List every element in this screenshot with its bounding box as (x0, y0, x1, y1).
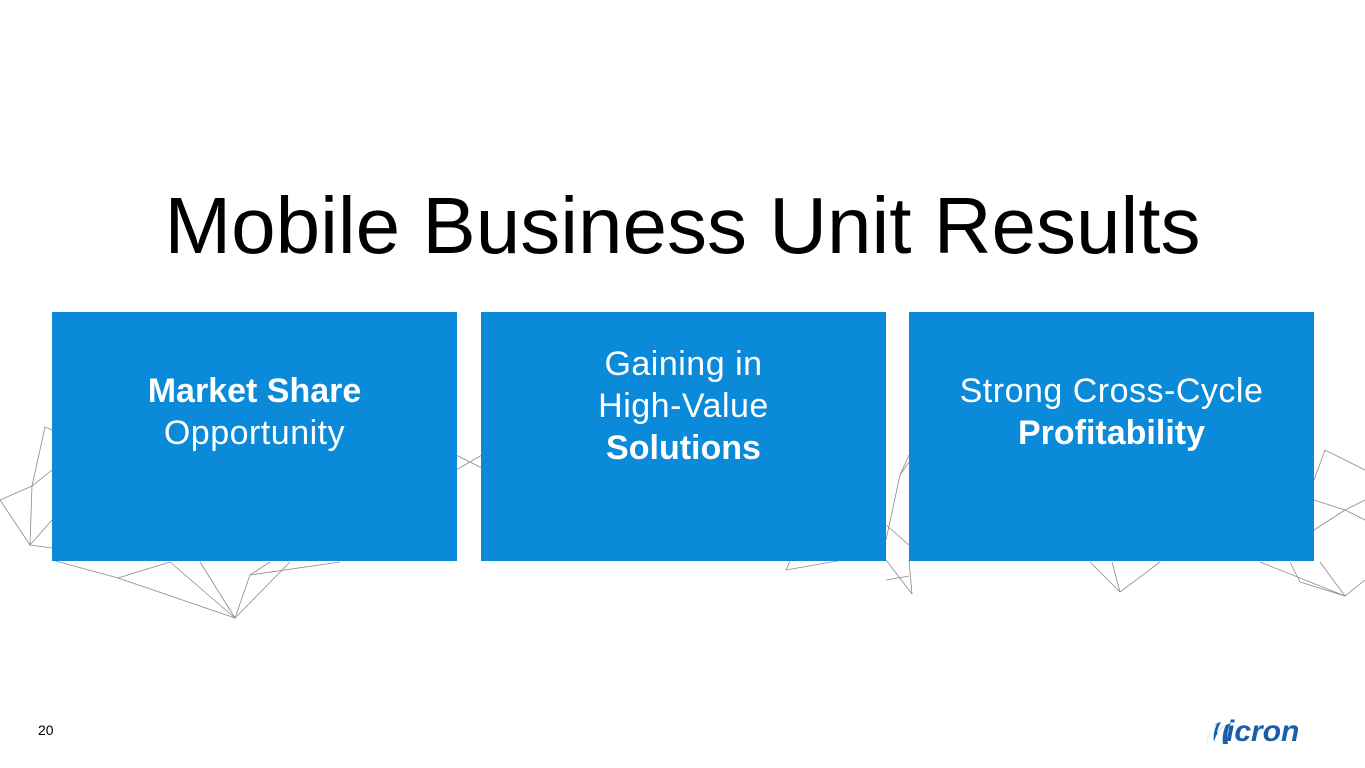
profitability-box-text: Strong Cross-Cycle Profitability (960, 370, 1264, 454)
market-share-box-line2: Opportunity (163, 413, 346, 452)
high-value-solutions-box-line3: Solutions (606, 428, 761, 467)
market-share-box: Market Share Opportunity (52, 312, 457, 561)
high-value-solutions-box: Gaining in High-Value Solutions (481, 312, 886, 561)
profitability-box-line1: Strong Cross-Cycle (959, 371, 1264, 410)
micron-logo: icron (1204, 714, 1328, 750)
micron-m-icon (1206, 722, 1231, 746)
market-share-box-line1: Market Share (147, 371, 362, 410)
slide-title: Mobile Business Unit Results (164, 181, 1201, 270)
micron-logo-text: icron (1226, 715, 1300, 748)
profitability-box-line2: Profitability (1017, 413, 1206, 452)
high-value-solutions-box-line2: High-Value (598, 386, 769, 425)
high-value-solutions-box-text: Gaining in High-Value Solutions (598, 343, 769, 469)
market-share-box-text: Market Share Opportunity (148, 370, 362, 454)
profitability-box: Strong Cross-Cycle Profitability (909, 312, 1314, 561)
high-value-solutions-box-line1: Gaining in (604, 344, 763, 383)
page-number: 20 (38, 722, 54, 738)
